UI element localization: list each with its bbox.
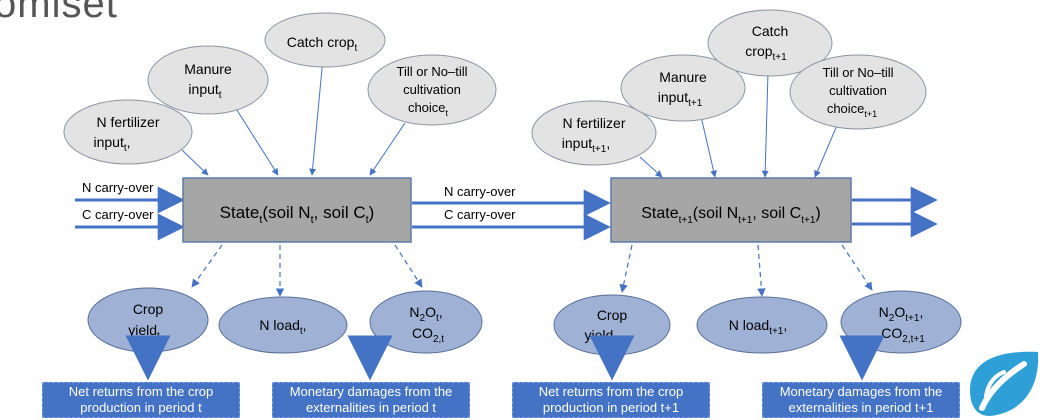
svg-text:cultivation: cultivation [829, 83, 887, 98]
arrow-manure-to-state-t [234, 106, 279, 176]
n-carry-over-label-mid: N carry-over [444, 184, 516, 199]
dashed-arrow-n-load-t1 [757, 244, 766, 297]
svg-text:N fertilizer: N fertilizer [562, 115, 625, 131]
svg-text:inputt: inputt [188, 81, 221, 101]
svg-text:Crop: Crop [597, 307, 628, 323]
state-t1-box: Statet+1(soil Nt+1, soil Ct+1) [610, 177, 852, 243]
arrow-manure-to-state-t1 [699, 111, 717, 178]
svg-text:Statet(soil Nt, soil Ct): Statet(soil Nt, soil Ct) [220, 203, 375, 226]
svg-text:Manure: Manure [184, 61, 232, 77]
dashed-arrow-crop-yield-t [191, 244, 223, 288]
svg-text:choicet+1: choicet+1 [827, 101, 877, 119]
n2o-co2-t-node: N2Ot, CO2,t [369, 290, 483, 354]
n-fertilizer-input-t1-node: N fertilizer inputt+1, [531, 100, 657, 166]
svg-text:Catch cropt: Catch cropt [287, 34, 358, 54]
svg-text:N fertilizer: N fertilizer [96, 114, 159, 130]
slide-title-fragment: omiset [0, 0, 118, 26]
monetary-damages-t1-box: Monetary damages from the externalities … [762, 382, 960, 418]
state-t-box: Statet(soil Nt, soil Ct) [182, 177, 412, 243]
svg-text:Till or No–till: Till or No–till [396, 64, 467, 79]
svg-text:N loadt+1,: N loadt+1, [729, 317, 788, 337]
svg-text:cropt+1: cropt+1 [745, 43, 787, 63]
n-load-t-node: N loadt, [218, 296, 348, 354]
svg-text:cultivation: cultivation [403, 82, 461, 97]
c-carry-over-label-in: C carry-over [82, 207, 154, 222]
c-carry-over-label-mid: C carry-over [444, 207, 516, 222]
monetary-damages-t-box: Monetary damages from the externalities … [272, 382, 470, 418]
net-returns-t-line2: production in period t [80, 400, 202, 415]
svg-text:Manure: Manure [659, 69, 707, 85]
svg-text:Catch: Catch [752, 23, 789, 39]
svg-text:Crop: Crop [133, 301, 164, 317]
net-returns-t1-line1: Net returns from the crop [538, 384, 684, 399]
arrow-catchcrop-to-state-t [309, 57, 324, 176]
dashed-arrow-ghg-t1 [841, 244, 873, 291]
monetary-damages-t1-line1: Monetary damages from the [779, 384, 943, 399]
till-choice-t1-node: Till or No–till cultivation choicet+1 [789, 54, 927, 130]
n2o-co2-t1-node: N2Ot+1, CO2,t+1 [840, 290, 962, 354]
arrow-till-to-state-t1 [814, 122, 839, 178]
net-returns-t-line1: Net returns from the crop [68, 384, 214, 399]
till-choice-node: Till or No–till cultivation choicet [367, 54, 497, 126]
svg-text:N2Ot,: N2Ot, [409, 304, 442, 324]
arrow-nfert-to-state-t1 [639, 156, 663, 178]
monetary-damages-t1-line2: externalities in period t+1 [788, 400, 934, 415]
svg-text:inputt,: inputt, [93, 134, 130, 154]
manure-input-t1-node: Manure inputt+1 [620, 54, 746, 122]
manure-input-node: Manure inputt [147, 45, 269, 115]
monetary-damages-t-line1: Monetary damages from the [289, 384, 453, 399]
catch-crop-t1-node: Catch cropt+1 [707, 9, 833, 77]
svg-text:inputt+1: inputt+1 [658, 89, 703, 109]
svg-text:CO2,t+1: CO2,t+1 [881, 325, 925, 345]
n-load-t1-node: N loadt+1, [696, 296, 828, 354]
arrow-till-to-state-t [369, 122, 406, 176]
n-carry-over-label-in: N carry-over [82, 180, 154, 195]
arrow-nfert-to-state-t [181, 149, 209, 176]
net-returns-t-box: Net returns from the crop production in … [42, 382, 240, 418]
svg-text:Till or No–till: Till or No–till [822, 65, 893, 80]
arrow-catchcrop-to-state-t1 [761, 71, 769, 178]
leaf-logo-icon [970, 351, 1039, 416]
svg-text:CO2,t: CO2,t [412, 325, 444, 345]
svg-text:N2Ot+1,: N2Ot+1, [879, 304, 924, 324]
dashed-arrow-ghg-t [394, 244, 423, 288]
svg-text:choicet: choicet [408, 100, 449, 118]
dashed-arrow-crop-yield-t1 [619, 244, 633, 293]
svg-text:Statet+1(soil Nt+1, soil Ct+1): Statet+1(soil Nt+1, soil Ct+1) [641, 205, 821, 226]
monetary-damages-t-line2: externalities in period t [305, 400, 437, 415]
net-returns-t1-box: Net returns from the crop production in … [512, 382, 710, 418]
svg-text:N loadt,: N loadt, [259, 317, 306, 337]
crop-yield-t-node: Crop yieldt [87, 287, 209, 353]
crop-yield-t1-node: Crop yieldt+1 [553, 294, 671, 356]
net-returns-t1-line2: production in period t+1 [542, 400, 680, 415]
n-fertilizer-input-node: N fertilizer inputt, [63, 99, 193, 165]
svg-text:inputt+1,: inputt+1, [562, 135, 610, 155]
catch-crop-node: Catch cropt [264, 12, 386, 68]
